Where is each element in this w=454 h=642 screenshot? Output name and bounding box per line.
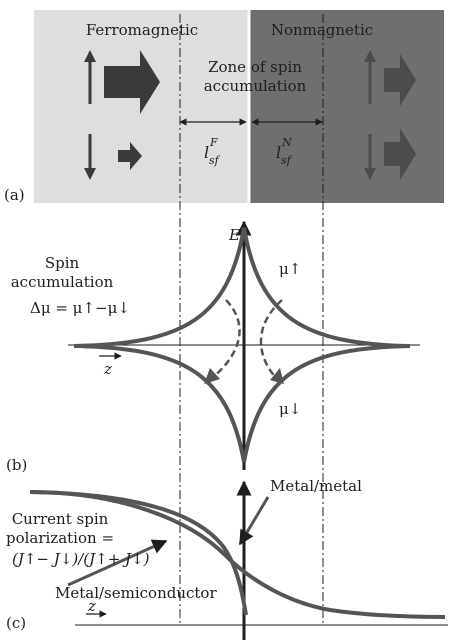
panel-a-label: (a) bbox=[4, 186, 25, 204]
spin-down-arrow-right-icon bbox=[364, 134, 376, 180]
left-relaxation-arrowhead-icon bbox=[204, 368, 220, 384]
current-spin-polarization-line2: polarization = bbox=[6, 529, 114, 547]
svg-text:sf: sf bbox=[209, 154, 221, 167]
svg-text:N: N bbox=[281, 136, 292, 149]
svg-text:sf: sf bbox=[281, 154, 293, 167]
z-axis-label-b: z bbox=[103, 360, 112, 378]
metal-metal-label: Metal/metal bbox=[270, 477, 362, 495]
mu-down-label: μ↓ bbox=[279, 400, 301, 418]
svg-text:F: F bbox=[209, 136, 218, 149]
medium-current-arrow-right-down-icon bbox=[384, 128, 416, 180]
small-current-arrow-icon bbox=[118, 142, 142, 170]
spin-accumulation-label-line1: Spin bbox=[45, 254, 80, 272]
nonmagnetic-region bbox=[250, 10, 444, 203]
metal-semiconductor-pointer bbox=[67, 539, 168, 587]
panel-b: E Spin accumulation Δμ = μ↑−μ↓ μ↑ μ↓ z (… bbox=[6, 220, 420, 474]
z-axis-label-c: z bbox=[87, 597, 96, 615]
energy-axis-label: E bbox=[228, 226, 240, 244]
lsf-n-label: l sf N bbox=[276, 136, 293, 167]
spin-up-arrow-icon bbox=[84, 50, 96, 104]
spin-down-arrow-icon bbox=[84, 134, 96, 180]
polarization-formula: (J↑− J↓)/(J↑+ J↓) bbox=[12, 550, 150, 568]
metal-semiconductor-curve bbox=[29, 490, 248, 616]
svg-text:l: l bbox=[204, 143, 209, 162]
right-relaxation-arrowhead-icon bbox=[270, 368, 284, 384]
lsf-f-label: l sf F bbox=[204, 136, 221, 167]
nonmagnetic-title: Nonmagnetic bbox=[271, 21, 373, 39]
svg-text:l: l bbox=[276, 143, 281, 162]
ferromagnetic-title: Ferromagnetic bbox=[86, 21, 198, 39]
mu-down-curve bbox=[73, 344, 411, 463]
current-spin-polarization-line1: Current spin bbox=[12, 510, 109, 528]
spin-up-arrow-right-icon bbox=[364, 50, 376, 104]
right-relaxation-dashed-arrow bbox=[259, 299, 283, 379]
panel-a: Ferromagnetic Nonmagnetic Zone of spin a… bbox=[4, 10, 444, 204]
metal-metal-pointer bbox=[238, 496, 270, 546]
mu-up-label: μ↑ bbox=[279, 260, 301, 278]
delta-mu-formula: Δμ = μ↑−μ↓ bbox=[30, 299, 130, 317]
zone-label-line1: Zone of spin bbox=[208, 58, 302, 76]
medium-current-arrow-right-icon bbox=[384, 54, 416, 106]
panel-b-label: (b) bbox=[6, 456, 27, 474]
mu-up-curve bbox=[73, 227, 411, 348]
left-relaxation-dashed-arrow bbox=[211, 299, 241, 379]
panel-c: Metal/metal Metal/semiconductor Current … bbox=[6, 477, 448, 640]
zone-label-line2: accumulation bbox=[204, 77, 307, 95]
spin-accumulation-label-line2: accumulation bbox=[11, 273, 114, 291]
metal-metal-curve bbox=[29, 490, 446, 619]
panel-c-label: (c) bbox=[6, 614, 26, 632]
metal-semiconductor-label: Metal/semiconductor bbox=[55, 584, 217, 602]
large-current-arrow-icon bbox=[104, 50, 160, 114]
